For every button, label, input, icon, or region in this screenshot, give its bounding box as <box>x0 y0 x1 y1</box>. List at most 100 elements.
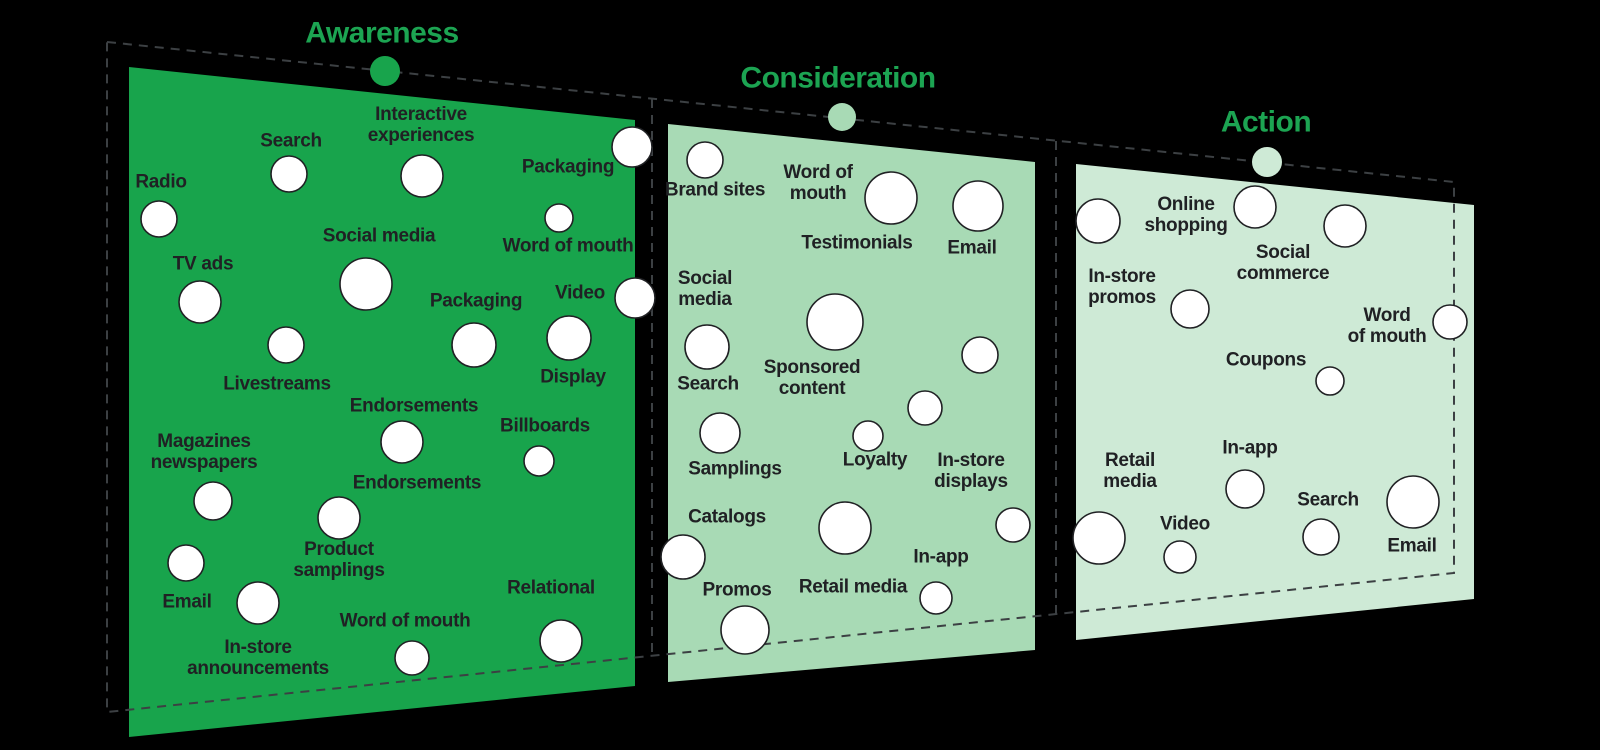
touchpoint-circle-action-in-app <box>1225 469 1265 509</box>
touchpoint-circle-awareness-interactive-experiences <box>400 154 444 198</box>
touchpoint-label-action-in-store-promos-line2: promos <box>1088 287 1156 308</box>
touchpoint-label-consideration-samplings: Samplings <box>688 459 781 480</box>
touchpoint-label-awareness-magazines-newspapers-line1: Magazines <box>157 431 250 452</box>
touchpoint-label-action-word-of-mouth-line2: of mouth <box>1348 326 1427 347</box>
touchpoint-circle-awareness-word-of-mouth-bottom <box>394 640 430 676</box>
touchpoint-circle-consideration-email <box>952 180 1004 232</box>
stage-dot-consideration <box>828 103 856 131</box>
touchpoint-circle-consideration-in-store-displays-2 <box>995 507 1031 543</box>
touchpoint-label-consideration-retail-media: Retail media <box>799 577 908 598</box>
stage-title-action: Action <box>1221 106 1311 139</box>
touchpoint-circle-action-unlabeled-left <box>1170 289 1210 329</box>
touchpoint-label-consideration-brand-sites: Brand sites <box>665 180 765 201</box>
touchpoint-label-awareness-product-samplings-line2: samplings <box>293 560 384 581</box>
touchpoint-circle-consideration-unlabeled-right <box>961 336 999 374</box>
touchpoint-label-consideration-word-of-mouth-line1: Word of <box>783 162 853 183</box>
touchpoint-circle-consideration-in-store-displays-1 <box>907 390 943 426</box>
touchpoint-circle-awareness-search <box>270 155 308 193</box>
touchpoint-label-action-social-commerce-line2: commerce <box>1237 263 1330 284</box>
touchpoint-label-action-in-app: In-app <box>1222 438 1277 459</box>
touchpoint-label-awareness-word-of-mouth-bottom: Word of mouth <box>340 611 471 632</box>
touchpoint-label-awareness-packaging-top: Packaging <box>522 157 614 178</box>
touchpoint-label-consideration-loyalty: Loyalty <box>843 450 908 471</box>
touchpoint-circle-awareness-word-of-mouth-top <box>544 203 574 233</box>
touchpoint-circle-action-video <box>1163 540 1197 574</box>
touchpoint-label-awareness-social-media: Social media <box>323 226 436 247</box>
touchpoint-circle-action-online-shopping <box>1233 185 1277 229</box>
touchpoint-label-action-coupons: Coupons <box>1226 350 1306 371</box>
touchpoint-label-consideration-word-of-mouth-line2: mouth <box>790 183 847 204</box>
touchpoint-label-consideration-in-app: In-app <box>913 547 968 568</box>
touchpoint-label-awareness-email: Email <box>162 592 211 613</box>
stage-title-awareness: Awareness <box>305 17 458 50</box>
touchpoint-circle-consideration-retail-media <box>818 501 872 555</box>
touchpoint-label-action-online-shopping-line1: Online <box>1157 194 1214 215</box>
touchpoint-circle-consideration-in-app <box>919 581 953 615</box>
touchpoint-label-consideration-social-media-line1: Social <box>678 268 732 289</box>
touchpoint-label-consideration-search: Search <box>677 374 739 395</box>
touchpoint-circle-action-in-store-promos <box>1075 198 1121 244</box>
touchpoint-label-consideration-sponsored-content-line1: Sponsored <box>764 357 861 378</box>
touchpoint-label-action-word-of-mouth-line1: Word <box>1364 305 1411 326</box>
touchpoint-circle-awareness-magazines-newspapers <box>193 481 233 521</box>
touchpoint-label-consideration-catalogs: Catalogs <box>688 507 766 528</box>
touchpoint-circle-consideration-word-of-mouth <box>864 171 918 225</box>
touchpoint-circle-awareness-livestreams <box>267 326 305 364</box>
touchpoint-label-consideration-social-media-line2: media <box>678 289 732 310</box>
touchpoint-circle-consideration-loyalty <box>852 420 884 452</box>
touchpoint-label-awareness-word-of-mouth-top: Word of mouth <box>503 236 634 257</box>
touchpoint-circle-action-word-of-mouth <box>1432 304 1468 340</box>
touchpoint-circle-consideration-catalogs <box>660 534 706 580</box>
touchpoint-circle-awareness-display <box>546 315 592 361</box>
touchpoint-label-action-retail-media-line2: media <box>1103 471 1157 492</box>
touchpoint-circle-awareness-video <box>614 277 656 319</box>
touchpoint-circle-action-search <box>1302 518 1340 556</box>
touchpoint-label-awareness-relational: Relational <box>507 578 595 599</box>
touchpoint-label-awareness-video: Video <box>555 283 605 304</box>
stage-dot-action <box>1252 147 1282 177</box>
touchpoint-label-consideration-email: Email <box>947 238 996 259</box>
touchpoint-label-awareness-livestreams: Livestreams <box>223 374 331 395</box>
touchpoint-label-awareness-billboards: Billboards <box>500 416 590 437</box>
touchpoint-circle-awareness-endorsements-top <box>380 420 424 464</box>
touchpoint-label-consideration-promos: Promos <box>703 580 772 601</box>
stage-panel-consideration <box>668 124 1035 682</box>
touchpoint-circle-awareness-radio <box>140 200 178 238</box>
touchpoint-circle-consideration-social-media <box>684 324 730 370</box>
touchpoint-circle-awareness-billboards <box>523 445 555 477</box>
touchpoint-label-awareness-magazines-newspapers-line2: newspapers <box>151 452 258 473</box>
touchpoint-label-awareness-search: Search <box>260 131 322 152</box>
touchpoint-label-awareness-interactive-experiences-line1: Interactive <box>375 104 467 125</box>
touchpoint-label-awareness-display: Display <box>540 367 606 388</box>
stage-panel-awareness <box>129 67 635 737</box>
touchpoint-label-awareness-radio: Radio <box>135 172 186 193</box>
touchpoint-label-consideration-sponsored-content-line2: content <box>779 378 846 399</box>
touchpoint-circle-action-retail-media <box>1072 511 1126 565</box>
touchpoint-circle-awareness-in-store-announcements <box>236 581 280 625</box>
touchpoint-circle-action-email <box>1386 475 1440 529</box>
stage-dot-awareness <box>370 56 400 86</box>
touchpoint-label-awareness-product-samplings-line1: Product <box>304 539 375 560</box>
touchpoint-label-action-email: Email <box>1387 536 1436 557</box>
touchpoint-label-action-retail-media-line1: Retail <box>1105 450 1155 471</box>
touchpoint-circle-action-social-commerce <box>1323 204 1367 248</box>
touchpoint-circle-consideration-sponsored-content <box>806 293 864 351</box>
funnel-outline <box>106 40 1455 714</box>
touchpoint-circle-awareness-tv-ads <box>178 280 222 324</box>
touchpoint-circle-awareness-product-samplings <box>317 496 361 540</box>
touchpoint-label-consideration-in-store-displays-line1: In-store <box>937 450 1004 471</box>
touchpoint-circle-consideration-promos <box>720 605 770 655</box>
touchpoint-label-consideration-in-store-displays-line2: displays <box>934 471 1008 492</box>
touchpoint-label-awareness-in-store-announcements-line1: In-store <box>224 637 291 658</box>
touchpoint-label-action-social-commerce-line1: Social <box>1256 242 1310 263</box>
touchpoint-label-awareness-tv-ads: TV ads <box>173 254 234 275</box>
stage-panel-action <box>1076 164 1474 640</box>
touchpoint-circle-consideration-brand-sites <box>686 141 724 179</box>
touchpoint-circle-awareness-social-media <box>339 257 393 311</box>
touchpoint-label-action-online-shopping-line2: shopping <box>1144 215 1227 236</box>
touchpoint-label-awareness-packaging: Packaging <box>430 291 522 312</box>
touchpoint-label-action-search: Search <box>1297 490 1359 511</box>
touchpoint-label-consideration-testimonials: Testimonials <box>801 233 912 254</box>
touchpoint-circle-awareness-email <box>167 544 205 582</box>
